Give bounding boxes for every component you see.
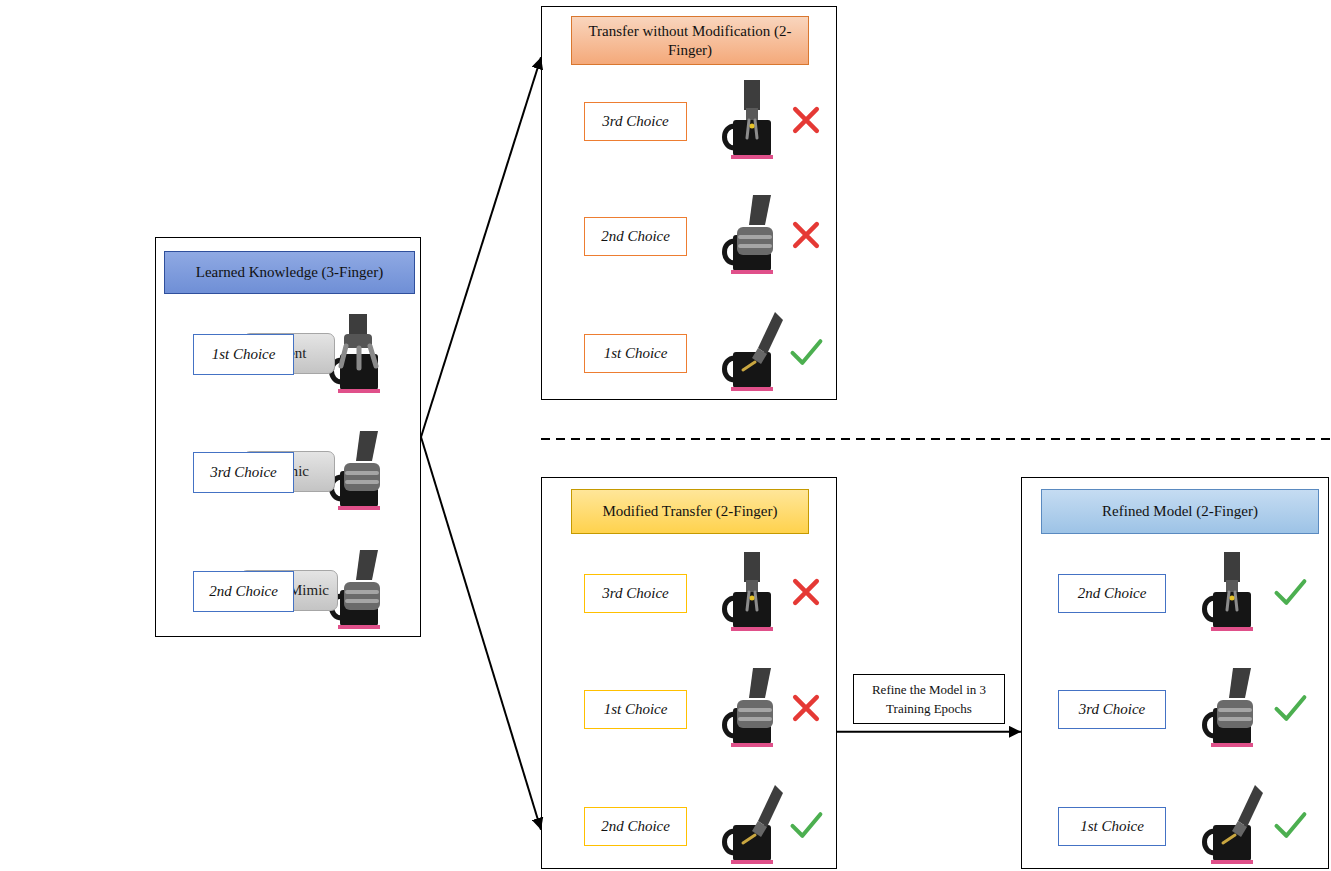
robot-grasp-image: [332, 314, 381, 393]
robot-grasp-image: [332, 550, 381, 629]
choice-label: 2nd Choice: [601, 228, 670, 245]
panel: Transfer without Modification (2-Finger)…: [541, 6, 837, 400]
arrow-connector: [837, 731, 1021, 733]
check-mark: [1277, 697, 1305, 719]
choice-label: 2nd Choice: [1078, 585, 1147, 602]
robot-grasp-image: [725, 668, 774, 747]
choice-label: 2nd Choice: [601, 818, 670, 835]
cross-mark: [795, 581, 817, 603]
choice-label: 2nd Choice: [209, 583, 278, 600]
check-mark: [1277, 581, 1305, 603]
robot-grasp-image: [725, 552, 774, 631]
choice-label: 3rd Choice: [1079, 701, 1146, 718]
check-mark: [793, 814, 821, 836]
robot-grasp-image: [725, 195, 774, 274]
cross-mark: [795, 109, 817, 131]
header-bar: Learned Knowledge (3-Finger): [164, 251, 415, 294]
choice-label: 1st Choice: [1080, 818, 1144, 835]
arrow-connector: [421, 57, 541, 437]
choice-box: 2nd Choice: [193, 571, 294, 612]
robot-grasp-image: [1205, 552, 1254, 631]
choice-box: 2nd Choice: [584, 217, 687, 256]
check-mark: [1277, 814, 1305, 836]
panel-heading: Transfer without Modification (2-Finger): [580, 22, 800, 60]
robot-grasp-image: [1205, 668, 1254, 747]
arrow-connector: [421, 437, 541, 830]
choice-box: 3rd Choice: [584, 574, 687, 613]
header-bar: Refined Model (2-Finger): [1041, 489, 1319, 534]
choice-label: 3rd Choice: [210, 464, 277, 481]
choice-label: 3rd Choice: [602, 585, 669, 602]
robot-grasp-image: [725, 80, 774, 159]
choice-label: 1st Choice: [604, 345, 668, 362]
edge-label-text: Refine the Model in 3 Training Epochs: [872, 682, 986, 716]
panel: Learned Knowledge (3-Finger) 1st Choice 3r…: [155, 237, 421, 637]
panel-heading: Refined Model (2-Finger): [1102, 502, 1258, 521]
choice-box: 3rd Choice: [193, 452, 294, 493]
check-mark: [793, 341, 821, 363]
choice-box: 2nd Choice: [584, 807, 687, 846]
header-bar: Modified Transfer (2-Finger): [571, 489, 809, 534]
robot-grasp-image: [725, 785, 784, 864]
choice-box: 1st Choice: [584, 690, 687, 729]
choice-label: 1st Choice: [604, 701, 668, 718]
panel: Refined Model (2-Finger) 2nd Choice 3rd Ch…: [1021, 477, 1329, 869]
cross-mark: [795, 697, 817, 719]
choice-label: 3rd Choice: [602, 113, 669, 130]
choice-box: 2nd Choice: [1058, 574, 1166, 613]
header-bar: Transfer without Modification (2-Finger): [571, 16, 809, 65]
robot-grasp-image: [332, 431, 381, 510]
choice-box: 1st Choice: [193, 334, 294, 375]
choice-box: 1st Choice: [1058, 807, 1166, 846]
dashed-divider: [541, 438, 1331, 440]
robot-grasp-image: [725, 312, 784, 391]
choice-label: 1st Choice: [212, 346, 276, 363]
robot-grasp-image: [1205, 785, 1264, 864]
choice-box: 3rd Choice: [1058, 690, 1166, 729]
edge-label-box: Refine the Model in 3 Training Epochs: [853, 674, 1005, 724]
panel: Modified Transfer (2-Finger) 3rd Choice 1s…: [541, 477, 837, 869]
panel-heading: Modified Transfer (2-Finger): [603, 502, 778, 521]
choice-box: 1st Choice: [584, 334, 687, 373]
panel-heading: Learned Knowledge (3-Finger): [196, 263, 383, 282]
cross-mark: [795, 224, 817, 246]
choice-box: 3rd Choice: [584, 102, 687, 141]
